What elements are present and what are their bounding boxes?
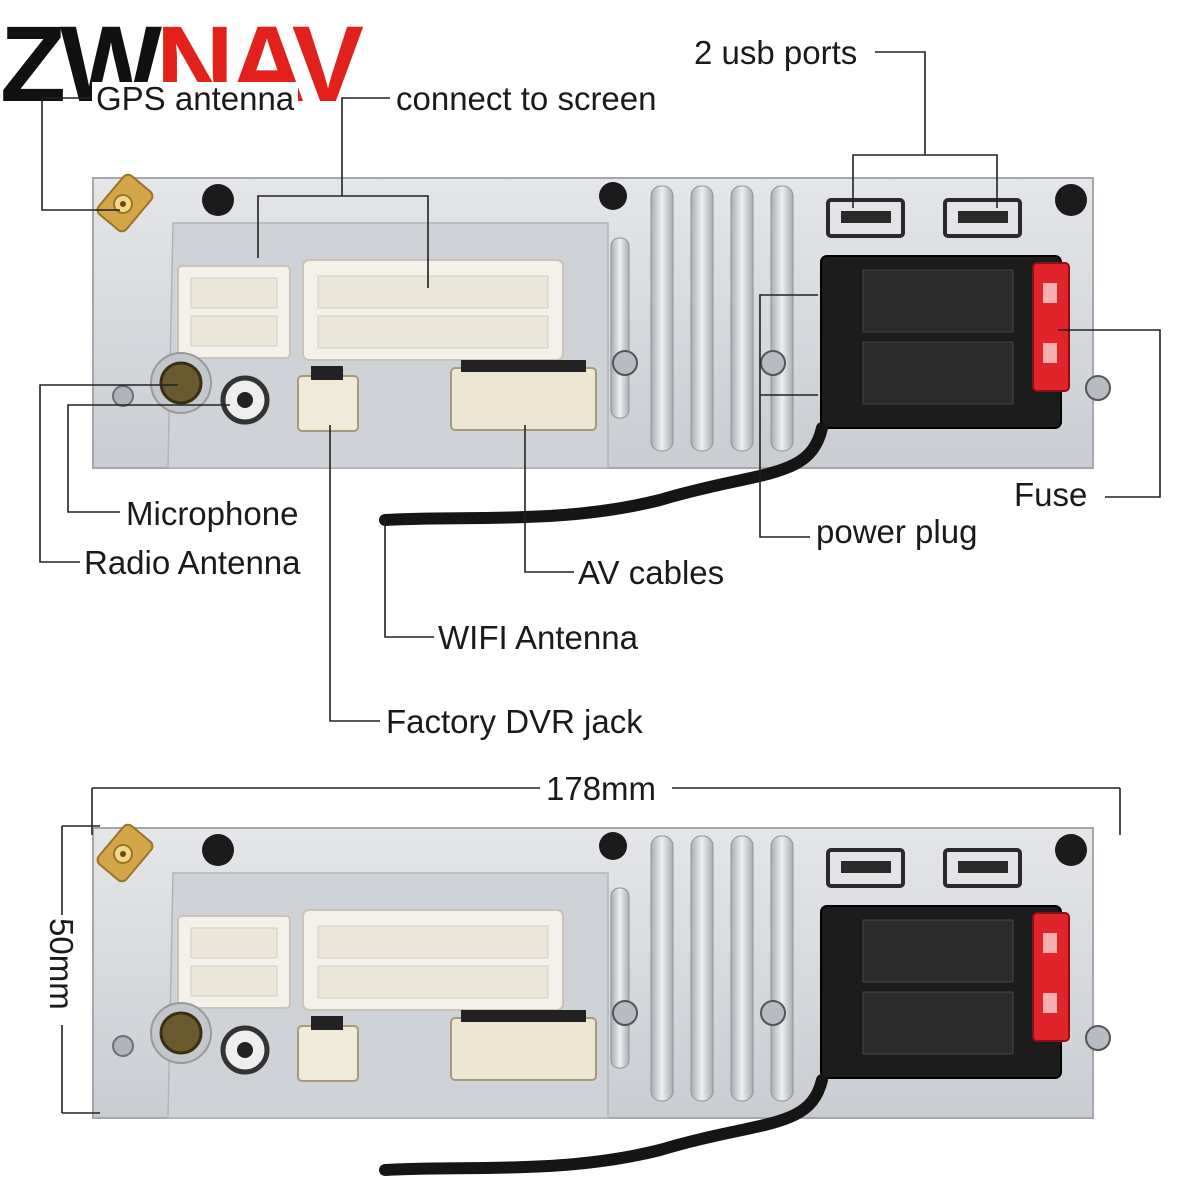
label-gps-antenna: GPS antenna: [92, 82, 299, 115]
label-microphone: Microphone: [122, 497, 303, 530]
dimension-width: 178mm: [540, 772, 663, 805]
label-power-plug: power plug: [812, 515, 982, 548]
label-factory-dvr-jack: Factory DVR jack: [382, 705, 647, 738]
label-fuse: Fuse: [1010, 478, 1092, 511]
label-radio-antenna: Radio Antenna: [80, 546, 305, 579]
wifi-cable-bottom: [379, 1074, 828, 1176]
wifi-cable-top: [379, 422, 828, 526]
label-usb-ports: 2 usb ports: [690, 36, 862, 69]
leader-lines: [39, 51, 1161, 1114]
label-av-cables: AV cables: [574, 556, 729, 589]
unit-top: [93, 172, 1110, 468]
unit-bottom: [93, 822, 1110, 1118]
dimension-height: 50mm: [43, 918, 80, 1010]
label-wifi-antenna: WIFI Antenna: [434, 621, 642, 654]
label-connect-to-screen: connect to screen: [392, 82, 661, 115]
